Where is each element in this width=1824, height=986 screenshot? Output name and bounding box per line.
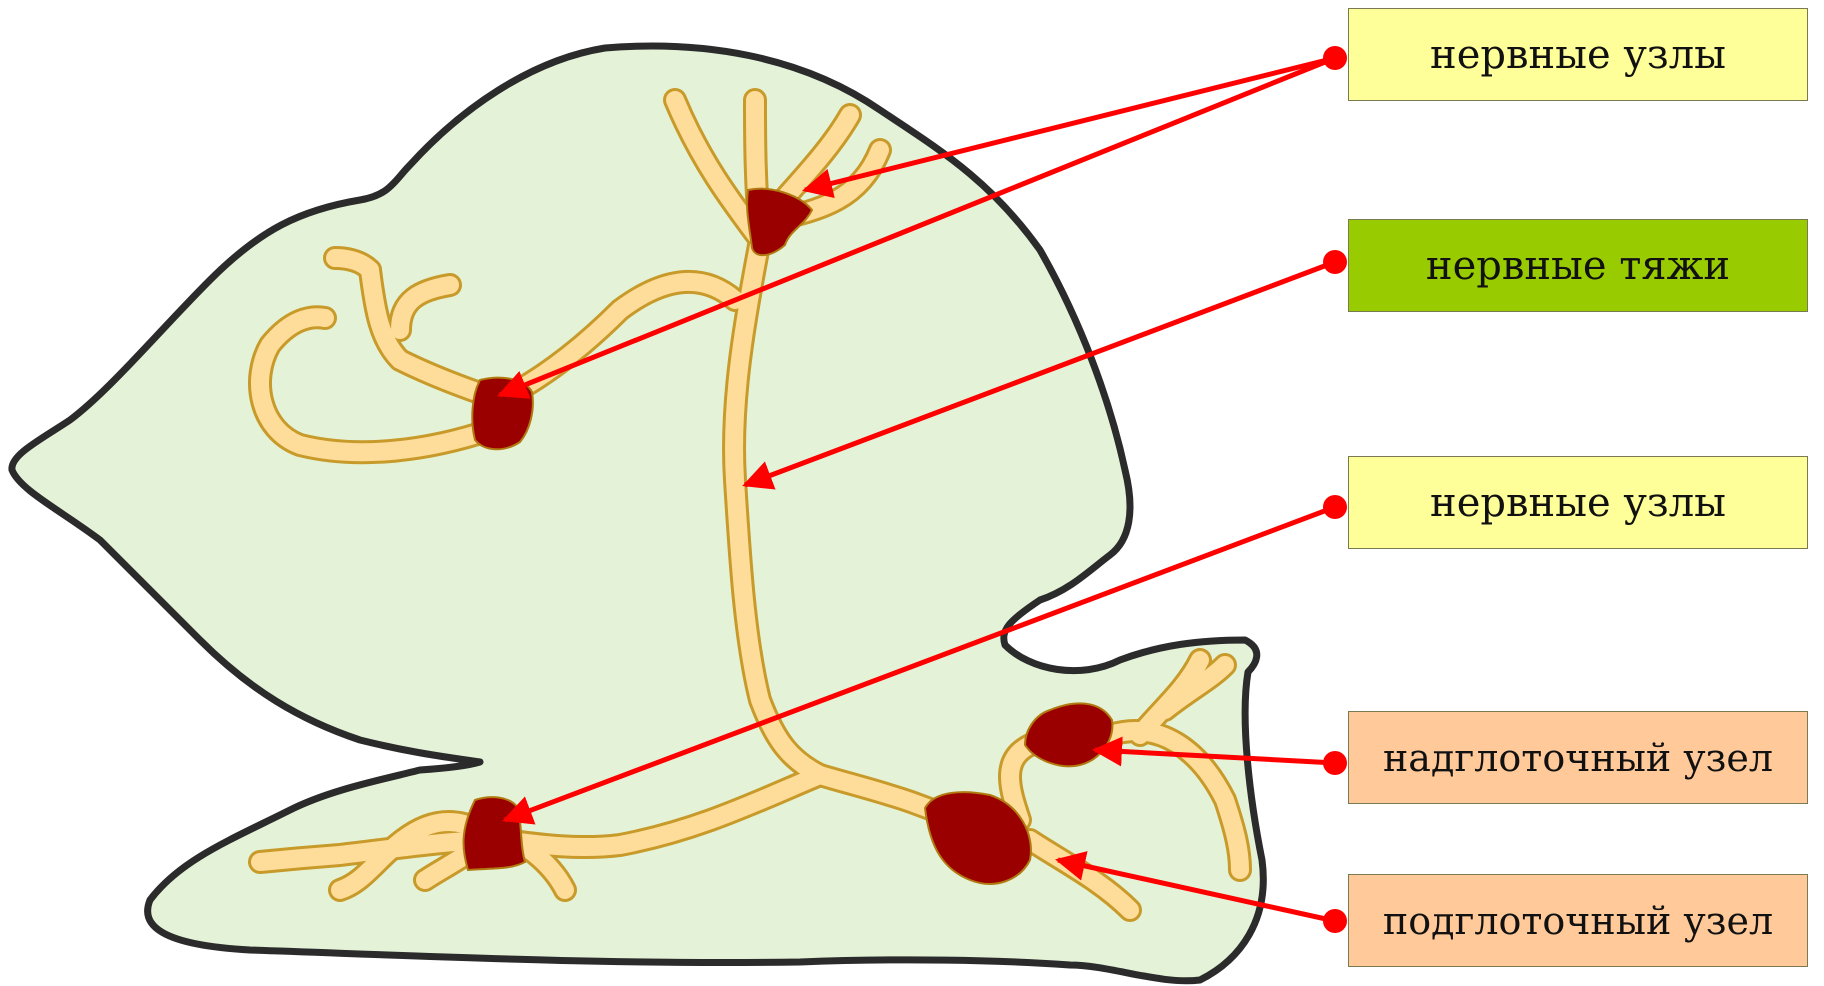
label-nerve-cords: нервные тяжи [1348, 219, 1808, 312]
ganglion-bottom-left [462, 796, 527, 872]
ganglion-top [746, 187, 814, 257]
arrow-to-nerve-cord [742, 259, 1336, 490]
arrow-to-subesophageal [1055, 851, 1336, 924]
label-nerve-nodes-bottom: нервные узлы [1348, 456, 1808, 549]
arrow-to-ganglion-top [802, 55, 1336, 199]
label-nerve-nodes-top: нервные узлы [1348, 8, 1808, 101]
arrow-to-ganglion-left [497, 55, 1336, 399]
arrow-to-supraesophageal [1092, 736, 1336, 767]
subesophageal-ganglion [923, 791, 1032, 885]
label-supraesophageal-ganglion: надглоточный узел [1348, 711, 1808, 804]
pointer-dots [1323, 46, 1347, 933]
pointer-arrows [497, 55, 1336, 924]
snail-body [8, 42, 1267, 985]
ganglion-left [471, 376, 534, 451]
label-subesophageal-ganglion: подглоточный узел [1348, 874, 1808, 967]
supraesophageal-ganglion [1023, 702, 1114, 768]
arrow-to-ganglion-bottom-left [502, 504, 1336, 825]
